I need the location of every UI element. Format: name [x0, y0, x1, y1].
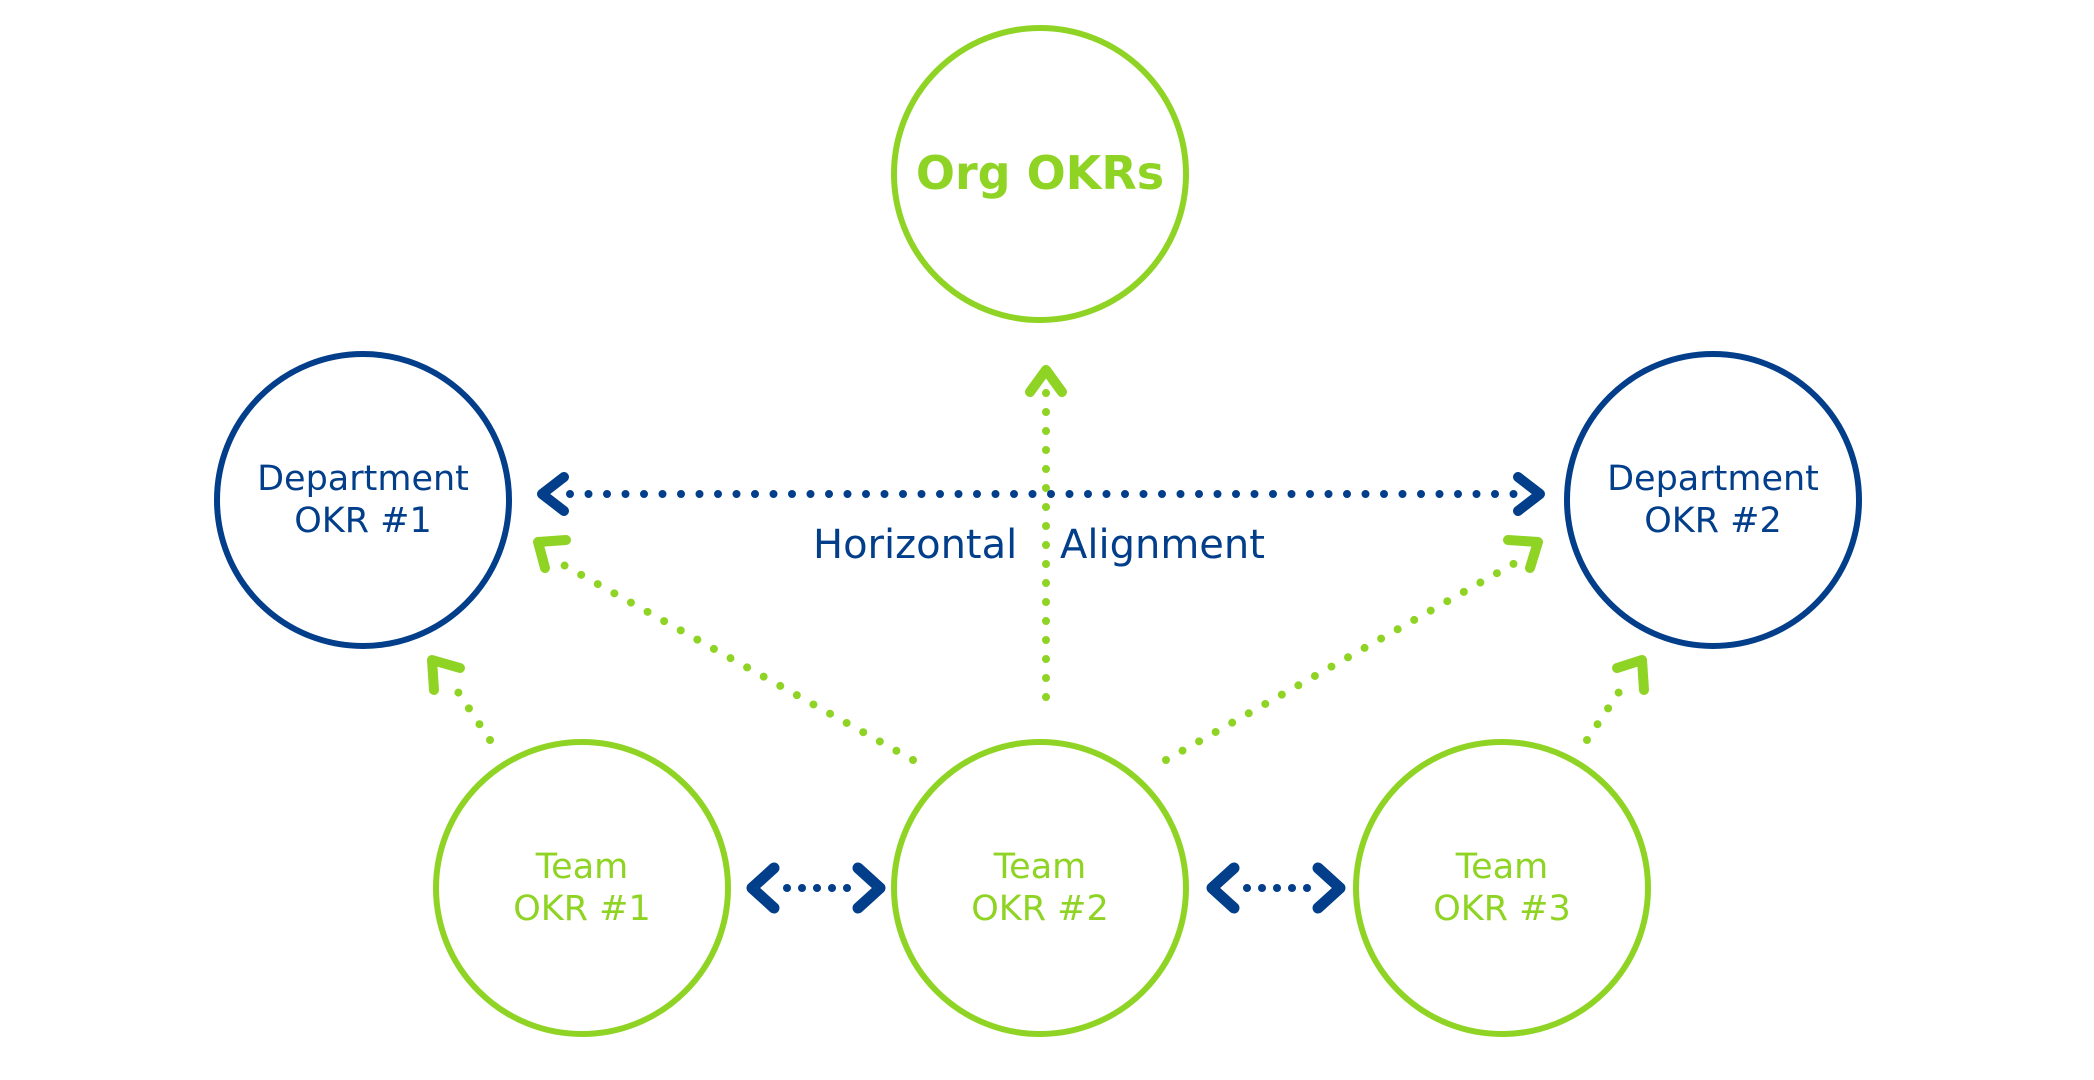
connector-team2-dept2: [1162, 559, 1519, 764]
arrowhead-dept2-from-team2: [1503, 535, 1543, 573]
arrowhead-dept1-from-team1: [427, 655, 465, 695]
team-okr-3-node: Team OKR #3: [1353, 739, 1651, 1037]
arrowhead-right-dept2: [1513, 472, 1545, 516]
department-okr-2-line2: OKR #2: [1644, 501, 1782, 541]
arrowhead-dept2-from-team3: [1612, 655, 1649, 695]
org-okrs-node: Org OKRs: [891, 25, 1189, 323]
connector-team1-dept1: [446, 676, 494, 744]
arrowhead-dept1-from-team2: [533, 535, 571, 573]
team-okr-1-node: Team OKR #1: [433, 739, 731, 1037]
arrowhead-right-team3: [1312, 862, 1346, 914]
team-okr-3-line1: Team: [1455, 847, 1549, 887]
department-okr-1-line2: OKR #1: [294, 501, 432, 541]
department-okr-2-node: Department OKR #2: [1564, 351, 1862, 649]
arrowhead-up-org: [1025, 365, 1067, 397]
arrowhead-right-team2: [852, 862, 886, 914]
team-okr-2-line2: OKR #2: [971, 889, 1109, 929]
department-okr-1-line1: Department: [257, 459, 469, 499]
arrowhead-left-dept1: [537, 472, 569, 516]
arrowhead-left-team2: [1206, 862, 1240, 914]
team-okr-1-line2: OKR #1: [513, 889, 651, 929]
alignment-label: Alignment: [1060, 522, 1265, 568]
horizontal-label: Horizontal: [813, 522, 1018, 568]
team-okr-2-line1: Team: [993, 847, 1087, 887]
connector-team3-dept2: [1583, 676, 1631, 744]
connector-team2-dept1: [556, 559, 917, 764]
team-okr-1-line1: Team: [535, 847, 629, 887]
org-okrs-label: Org OKRs: [915, 146, 1165, 201]
department-okr-1-node: Department OKR #1: [214, 351, 512, 649]
department-okr-2-line1: Department: [1607, 459, 1819, 499]
team-okr-3-line2: OKR #3: [1433, 889, 1571, 929]
arrowhead-left-team1: [746, 862, 780, 914]
team-okr-2-node: Team OKR #2: [891, 739, 1189, 1037]
